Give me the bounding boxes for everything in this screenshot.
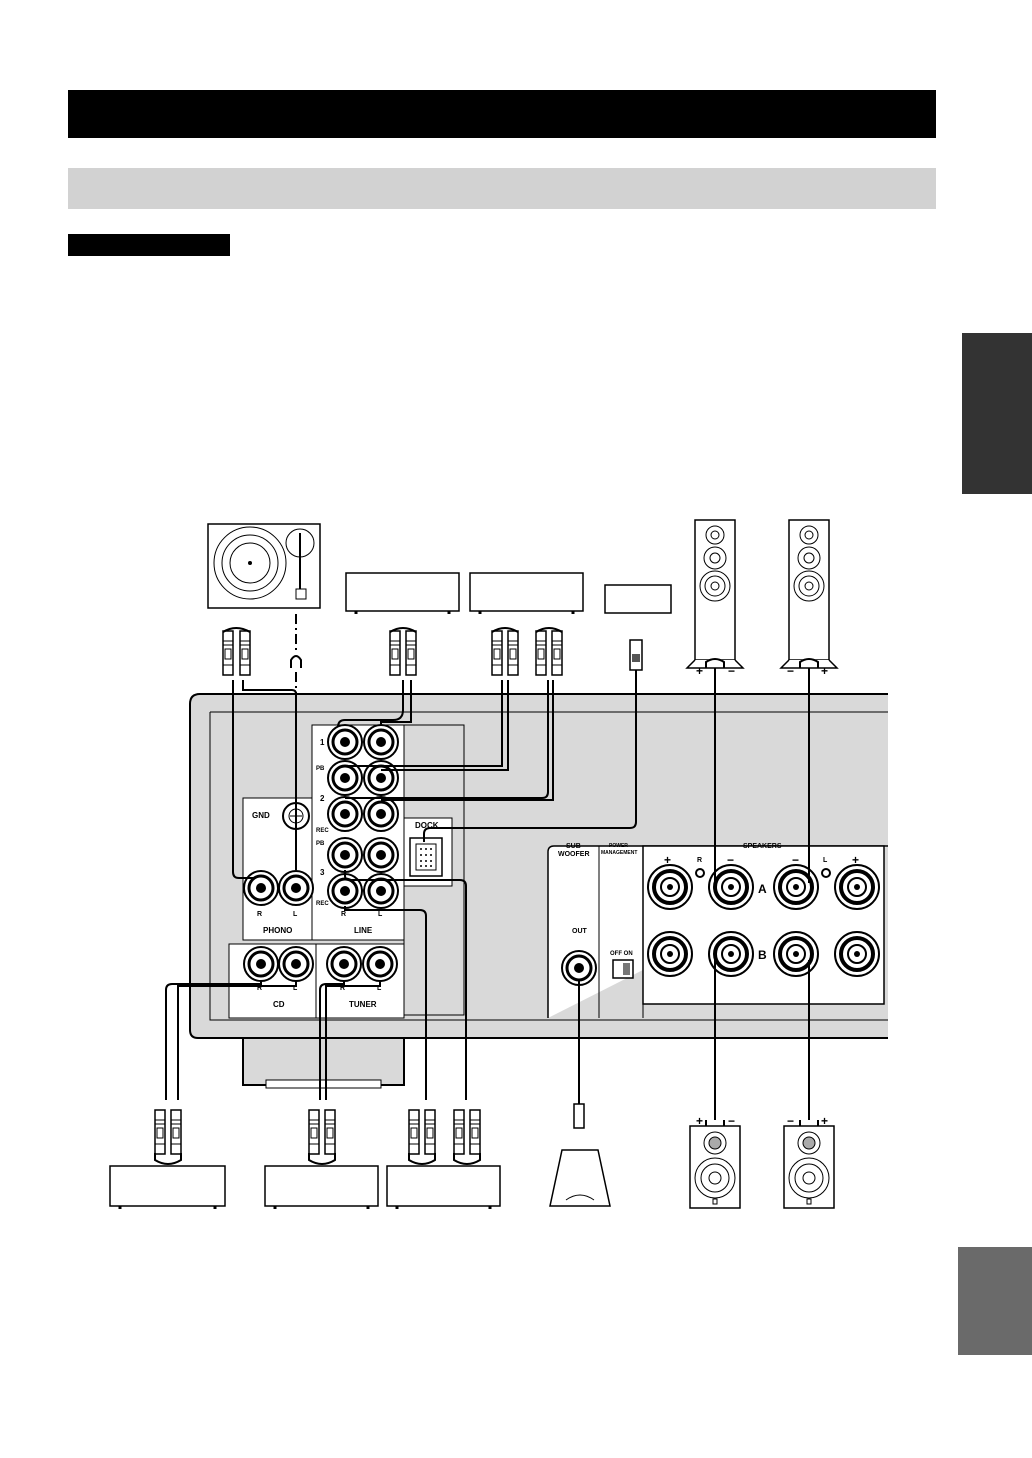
front-speaker-left	[780, 519, 838, 669]
cables	[165, 614, 810, 1120]
label-dock: DOCK	[415, 821, 439, 830]
label-power-2: MANAGEMENT	[601, 850, 637, 856]
label-power-1: POWER	[609, 843, 628, 849]
side-tab-appendix[interactable]	[958, 1247, 1032, 1355]
source-device-bottom-2	[264, 1165, 379, 1209]
front-speaker-right	[686, 519, 744, 669]
label-line-l: L	[378, 911, 383, 918]
label-rec-2: REC	[316, 828, 329, 834]
label-line-3: 3	[320, 868, 325, 877]
subwoofer-icon	[549, 1149, 611, 1207]
subsection-tag	[68, 234, 230, 256]
label-phono-l: L	[293, 911, 298, 918]
label-a-r-mark: R	[697, 857, 702, 864]
label-gnd: GND	[252, 811, 270, 820]
surround-speaker-left	[783, 1125, 835, 1209]
label-out: OUT	[572, 928, 588, 935]
turntable-icon	[207, 523, 321, 609]
label-pb-3: PB	[316, 841, 325, 847]
label-fl-plus: +	[821, 664, 828, 678]
label-line-r: R	[341, 911, 346, 918]
label-tuner-r: R	[340, 985, 345, 992]
label-tuner: TUNER	[349, 1000, 377, 1009]
label-phono-r: R	[257, 911, 262, 918]
label-speakers-a: A	[758, 882, 767, 896]
label-cd-r: R	[257, 985, 262, 992]
label-line-1: 1	[320, 738, 325, 747]
source-device-bottom-3	[386, 1165, 501, 1209]
label-sr-minus: −	[728, 1114, 735, 1128]
label-tuner-l: L	[377, 985, 382, 992]
label-a-r-minus: −	[727, 853, 734, 867]
subwoofer-plug	[573, 1103, 585, 1129]
label-a-l-plus: +	[852, 853, 859, 867]
label-cd-l: L	[293, 985, 298, 992]
label-fr-plus: +	[696, 664, 703, 678]
source-device-bottom-1	[109, 1165, 226, 1209]
label-sub-woofer-2: WOOFER	[558, 851, 590, 858]
dock-port	[409, 837, 443, 877]
side-tab-chapter[interactable]	[962, 333, 1032, 494]
source-device-top-2	[469, 572, 584, 614]
label-sub-woofer-1: SUB	[566, 843, 581, 850]
label-pb-2: PB	[316, 766, 325, 772]
label-fr-minus: −	[728, 664, 735, 678]
label-rec-3: REC	[316, 901, 329, 907]
label-line-2: 2	[320, 794, 325, 803]
label-off-on: OFF ON	[610, 951, 633, 957]
label-phono: PHONO	[263, 926, 292, 935]
label-sr-plus: +	[696, 1114, 703, 1128]
title-bar	[68, 90, 936, 138]
gnd-lug	[290, 655, 302, 668]
label-speakers-b: B	[758, 948, 767, 962]
label-a-l-mark: L	[823, 857, 828, 864]
dock-device	[604, 584, 672, 614]
subwoofer-out-jack	[560, 949, 598, 987]
label-fl-minus: −	[787, 664, 794, 678]
section-bar	[68, 168, 936, 209]
label-sl-minus: −	[787, 1114, 794, 1128]
power-management-switch[interactable]	[612, 959, 634, 979]
speaker-terminals-a	[646, 863, 881, 911]
rca-plugs	[154, 627, 563, 1165]
label-a-r-plus: +	[664, 853, 671, 867]
dock-plug	[629, 639, 643, 671]
label-cd: CD	[273, 1000, 285, 1009]
source-device-top-1	[345, 572, 460, 614]
label-sl-plus: +	[821, 1114, 828, 1128]
label-a-l-minus: −	[792, 853, 799, 867]
label-speakers: SPEAKERS	[743, 843, 782, 850]
label-line: LINE	[354, 926, 373, 935]
surround-speaker-right	[689, 1125, 741, 1209]
